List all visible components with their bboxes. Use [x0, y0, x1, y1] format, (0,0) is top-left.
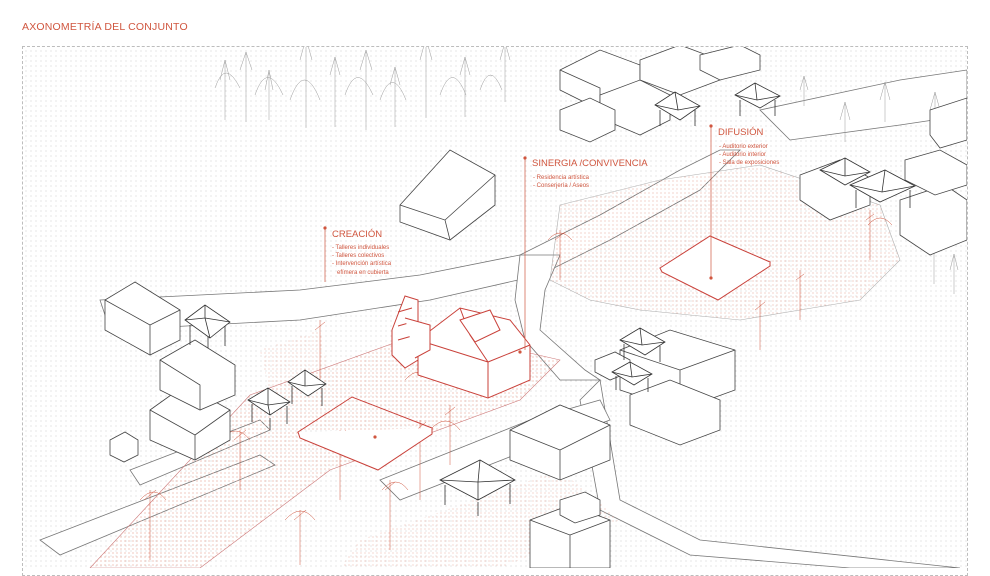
zone-label-creacion: CREACIÓN [332, 229, 383, 240]
pavilions [184, 82, 916, 516]
list-item: - Auditorio interior [719, 152, 767, 159]
list-item: - Intervención artística [332, 261, 392, 268]
red-buildings [296, 235, 772, 471]
list-item: - Auditorio exterior [719, 144, 768, 150]
leader-lines [324, 126, 712, 350]
list-item: - Conserjería / Aseos [533, 183, 590, 190]
list-item: - Residencia artística [533, 175, 590, 181]
list-item: - Talleres individuales [332, 245, 390, 251]
list-item: - Sala de exposiciones [719, 160, 780, 167]
list-item: - Talleres colectivos [332, 253, 385, 260]
zone-label-difusion: DIFUSIÓN [718, 127, 764, 138]
list-item: efímera en cubierta [337, 269, 389, 276]
zone-items-creacion: - Talleres individuales - Talleres colec… [332, 244, 391, 277]
zone-items-difusion: - Auditorio exterior - Auditorio interio… [719, 143, 779, 168]
leader-dots [323, 124, 713, 439]
zone-items-sinergia: - Residencia artística - Conserjería / A… [533, 174, 589, 190]
page-title: AXONOMETRÍA DEL CONJUNTO [22, 21, 188, 33]
zone-label-sinergia: SINERGIA /CONVIVENCIA [532, 158, 648, 169]
